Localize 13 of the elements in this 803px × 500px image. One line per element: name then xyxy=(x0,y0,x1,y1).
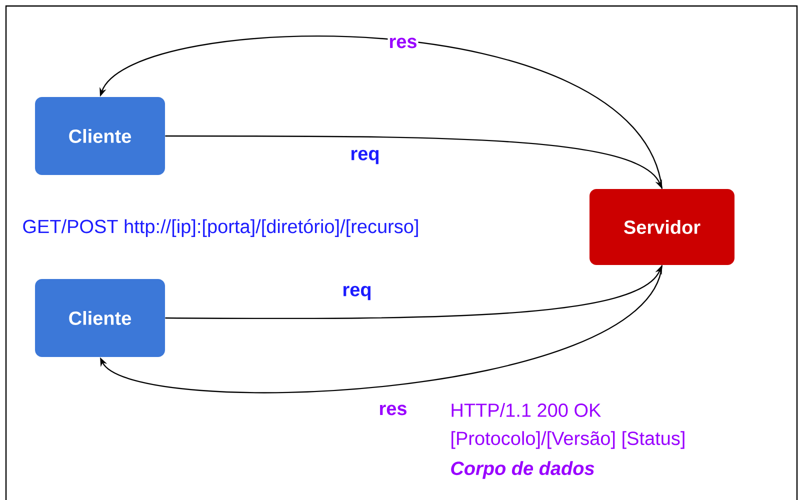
arrow xyxy=(100,36,663,189)
server-box: Servidor xyxy=(590,189,734,265)
client-box: Cliente xyxy=(35,279,165,357)
label-text: Corpo de dados xyxy=(451,461,594,479)
edge-label: req xyxy=(341,284,373,302)
label-text: [Protocolo]/[Versão] [Status] xyxy=(452,431,684,449)
label-text: GET/POST http://[ip]:[porta]/[diretório]/[recurso] xyxy=(23,219,418,237)
edge-label: req xyxy=(349,148,381,166)
edge-label: res xyxy=(378,404,408,416)
edge-label: res xyxy=(388,36,418,50)
client-box: Cliente xyxy=(35,97,165,175)
arrow xyxy=(100,264,663,394)
label-text: HTTP/1.1 200 OK xyxy=(452,403,601,417)
